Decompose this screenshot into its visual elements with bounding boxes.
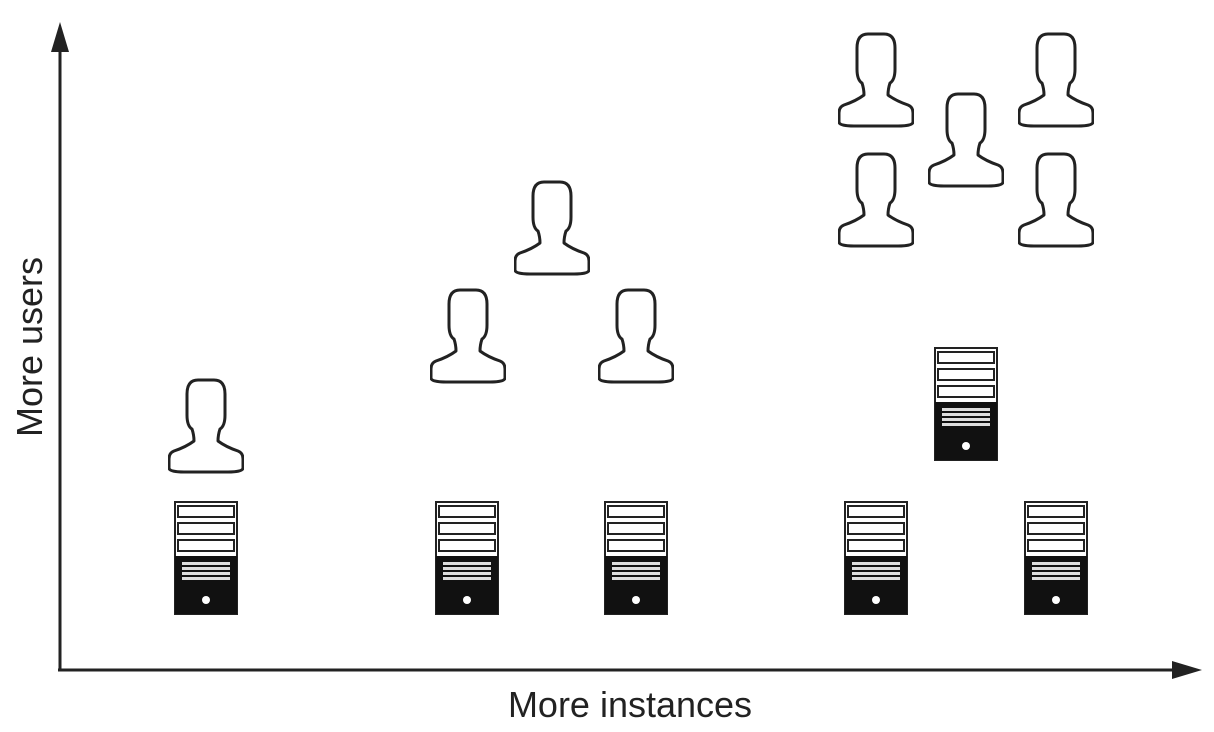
user-icon bbox=[928, 92, 1004, 188]
server-icon bbox=[934, 347, 998, 461]
y-axis-label: More users bbox=[9, 257, 50, 437]
server-icon bbox=[604, 501, 668, 615]
user-icon bbox=[838, 32, 914, 128]
group-2 bbox=[430, 180, 674, 615]
user-icon bbox=[168, 378, 244, 474]
server-icon bbox=[1024, 501, 1088, 615]
x-axis-label: More instances bbox=[508, 684, 752, 725]
x-axis-arrowhead bbox=[1172, 661, 1202, 679]
user-icon bbox=[430, 288, 506, 384]
y-axis bbox=[51, 22, 69, 670]
y-axis-arrowhead bbox=[51, 22, 69, 52]
user-icon bbox=[1018, 152, 1094, 248]
group-1 bbox=[168, 378, 244, 615]
server-icon bbox=[435, 501, 499, 615]
user-icon bbox=[838, 152, 914, 248]
server-icon bbox=[844, 501, 908, 615]
user-icon bbox=[1018, 32, 1094, 128]
x-axis bbox=[58, 661, 1202, 679]
server-icon bbox=[174, 501, 238, 615]
group-3 bbox=[838, 32, 1094, 615]
user-icon bbox=[514, 180, 590, 276]
user-icon bbox=[598, 288, 674, 384]
